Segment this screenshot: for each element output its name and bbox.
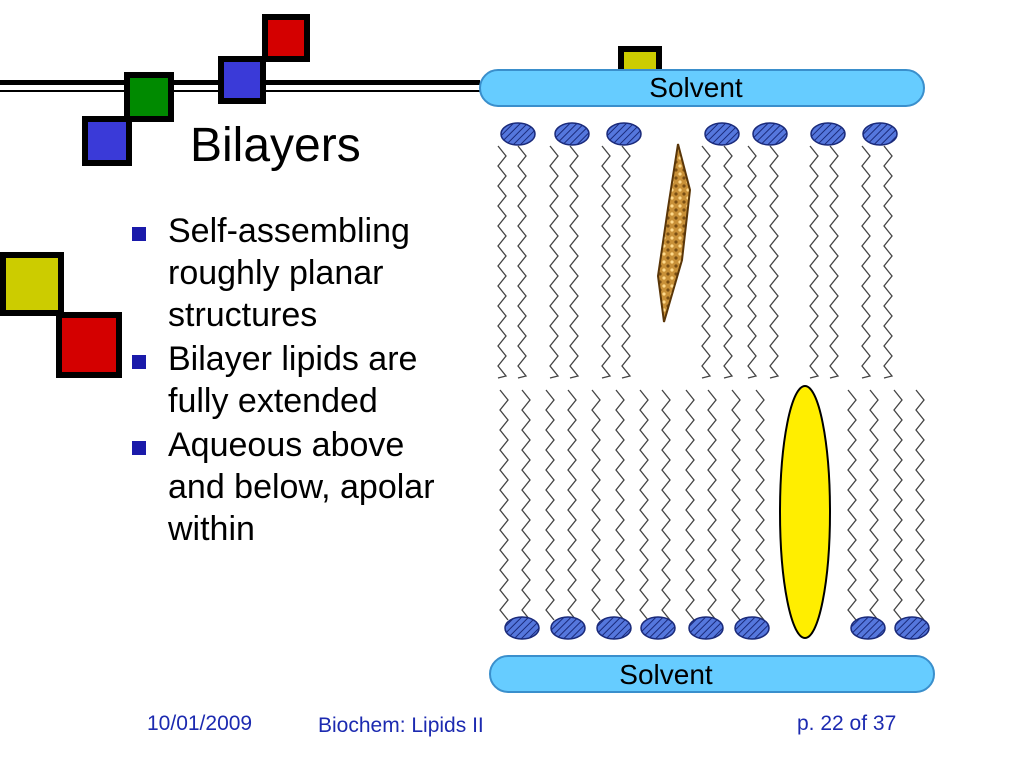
lipid-tail-top [883, 145, 894, 379]
solvent-label-top: Solvent [649, 72, 743, 103]
decor-square-yellow-left [0, 252, 64, 316]
lipid-tail-top [747, 145, 758, 379]
lipid-tail-top [549, 145, 560, 379]
lipid-tail-bottom [567, 389, 577, 621]
lipid-tail-bottom [615, 389, 625, 621]
bullet-marker [132, 355, 146, 369]
lipid-tail-bottom [731, 389, 741, 621]
lipid-tail-bottom [869, 389, 879, 621]
bullet-item: Bilayer lipids are fully extended [130, 338, 470, 422]
lipid-head-top [554, 122, 590, 146]
bullet-text: Self-assembling roughly planar structure… [168, 212, 410, 334]
solvent-label-bottom: Solvent [619, 659, 713, 690]
lipid-tail-top [723, 145, 734, 379]
lipid-tail-top [497, 145, 508, 379]
lipid-head-bottom [894, 616, 930, 640]
lipid-tail-bottom [707, 389, 717, 621]
lipid-head-bottom [640, 616, 676, 640]
bullet-item: Aqueous above and below, apolar within [130, 424, 470, 550]
lipid-layers [497, 122, 930, 640]
decor-square-red-left [56, 312, 122, 378]
lipid-tail-bottom [661, 389, 671, 621]
lipid-tail-top [769, 145, 780, 379]
lipid-tail-top [569, 145, 580, 379]
lipid-head-bottom [734, 616, 770, 640]
footer-page: p. 22 of 37 [797, 712, 897, 735]
solvent-band-bottom [489, 655, 935, 693]
decor-square-red-top [262, 14, 310, 62]
lipid-head-top [862, 122, 898, 146]
lipid-tail-bottom [915, 389, 925, 621]
lipid-tail-bottom [893, 389, 903, 621]
lipid-tail-bottom [639, 389, 649, 621]
lipid-head-bottom [504, 616, 540, 640]
lipid-tail-top [517, 145, 528, 379]
bullet-text: Aqueous above and below, apolar within [168, 426, 435, 548]
lipid-tail-top [829, 145, 840, 379]
lipid-tail-bottom [499, 389, 509, 621]
lipid-tail-bottom [545, 389, 555, 621]
lipid-tail-bottom [591, 389, 601, 621]
lipid-head-bottom [850, 616, 886, 640]
bullet-list: Self-assembling roughly planar structure… [130, 210, 470, 552]
lipid-head-top [500, 122, 536, 146]
slide-title: Bilayers [190, 119, 361, 172]
lipid-head-top [810, 122, 846, 146]
decor-square-blue-left [82, 116, 132, 166]
footer-date: 10/01/2009 [147, 712, 253, 735]
lipid-tail-bottom [521, 389, 531, 621]
bullet-marker [132, 441, 146, 455]
bilayer-diagram: Solvent Solvent [479, 69, 935, 693]
lipid-head-bottom [550, 616, 586, 640]
bullet-item: Self-assembling roughly planar structure… [130, 210, 470, 336]
protein-brown [656, 143, 692, 323]
lipid-head-top [704, 122, 740, 146]
decor-square-blue-top [218, 56, 266, 104]
lipid-tail-top [701, 145, 712, 379]
lipid-tail-top [621, 145, 632, 379]
lipid-tail-bottom [755, 389, 765, 621]
lipid-head-bottom [688, 616, 724, 640]
lipid-head-top [606, 122, 642, 146]
footer-course: Biochem: Lipids II [318, 714, 484, 737]
bullet-text: Bilayer lipids are fully extended [168, 340, 418, 420]
protein-yellow [779, 385, 831, 639]
lipid-tail-bottom [847, 389, 857, 621]
lipid-tail-bottom [685, 389, 695, 621]
solvent-band-top [479, 69, 925, 107]
lipid-tail-top [601, 145, 612, 379]
bullet-marker [132, 227, 146, 241]
lipid-head-bottom [596, 616, 632, 640]
lipid-tail-top [809, 145, 820, 379]
decor-square-green [124, 72, 174, 122]
lipid-head-top [752, 122, 788, 146]
lipid-tail-top [861, 145, 872, 379]
